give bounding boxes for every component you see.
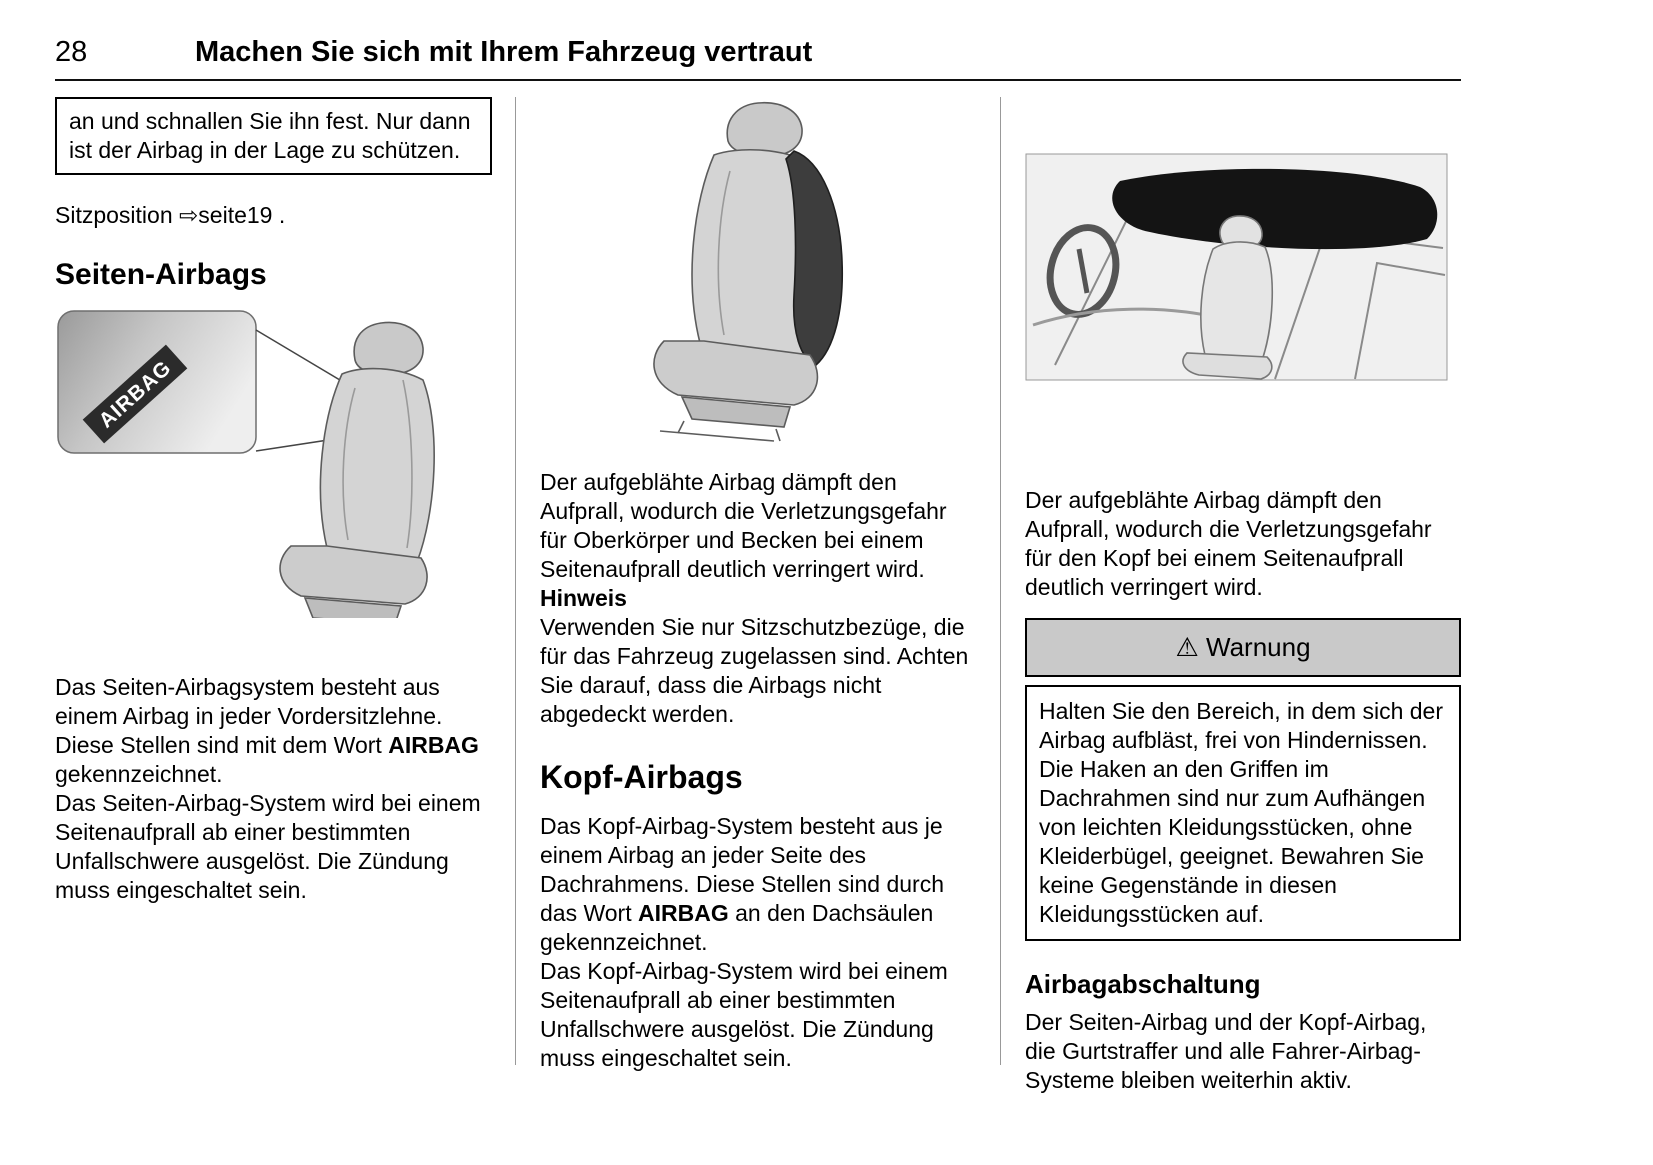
warning-box: ⚠ Warnung Halten Sie den Bereich, in dem… <box>1025 618 1461 941</box>
note-label: Hinweis <box>540 585 627 611</box>
column-left: an und schnallen Sie ihn fest. Nur dann … <box>55 97 492 1095</box>
paragraph: Der aufgeblähte Airbag dämpft den Aufpra… <box>1025 487 1432 600</box>
column-divider <box>1000 97 1001 1065</box>
heading-airbagabschaltung: Airbagabschaltung <box>1025 969 1261 999</box>
warning-body: Halten Sie den Bereich, in dem sich der … <box>1025 685 1461 941</box>
paragraph: Der aufgeblähte Airbag dämpft den Aufpra… <box>540 469 947 582</box>
spacer <box>1025 97 1461 153</box>
carryover-note-box: an und schnallen Sie ihn fest. Nur dann … <box>55 97 492 175</box>
text-segment: an den Dachsäulen gekennzeichnet. <box>540 900 934 955</box>
ref-suffix: . <box>272 202 286 228</box>
head-airbag-effect-description: Der aufgeblähte Airbag dämpft den Aufpra… <box>1025 486 1461 602</box>
paragraph: Der Seiten-Airbag und der Kopf-Airbag, d… <box>1025 1009 1427 1093</box>
airbag-word-bold: AIRBAG <box>388 732 479 758</box>
text-segment: gekennzeichnet. <box>55 761 223 787</box>
page-title: Machen Sie sich mit Ihrem Fahrzeug vertr… <box>195 36 813 68</box>
head-airbag-description: Das Kopf-Airbag-System besteht aus je ei… <box>540 812 976 1073</box>
seat-airbag-callout-illustration: AIRBAG <box>57 310 435 637</box>
head-airbag-interior-illustration <box>1025 153 1448 381</box>
page-reference-link[interactable]: ⇨seite19 <box>179 202 273 228</box>
warning-icon: ⚠ <box>1175 632 1199 662</box>
airbag-word-bold: AIRBAG <box>638 900 729 926</box>
column-right: Der aufgeblähte Airbag dämpft den Aufpra… <box>1025 97 1461 1095</box>
note-text: Verwenden Sie nur Sitzschutzbezüge, die … <box>540 614 969 727</box>
inflated-airbag-description: Der aufgeblähte Airbag dämpft den Aufpra… <box>540 468 976 729</box>
warning-title: Warnung <box>1206 632 1311 662</box>
page-header: 28 Machen Sie sich mit Ihrem Fahrzeug ve… <box>55 0 1461 81</box>
side-airbag-description: Das Seiten-Airbagsystem besteht aus eine… <box>55 673 491 905</box>
column-middle: Der aufgeblähte Airbag dämpft den Aufpra… <box>540 97 976 1095</box>
warning-text: Halten Sie den Bereich, in dem sich der … <box>1039 698 1443 927</box>
paragraph: Das Seiten-Airbag-System wird bei einem … <box>55 790 481 903</box>
carryover-note-text: an und schnallen Sie ihn fest. Nur dann … <box>69 108 471 163</box>
paragraph: Das Kopf-Airbag-System besteht aus je ei… <box>540 812 976 957</box>
warning-header: ⚠ Warnung <box>1025 618 1461 677</box>
heading-kopf-airbags: Kopf-Airbags <box>540 759 743 795</box>
seat-position-reference: Sitzposition ⇨seite19 . <box>55 201 491 230</box>
three-column-layout: an und schnallen Sie ihn fest. Nur dann … <box>55 97 1461 1095</box>
column-divider <box>515 97 516 1065</box>
airbag-deactivation-description: Der Seiten-Airbag und der Kopf-Airbag, d… <box>1025 1008 1461 1095</box>
page-number: 28 <box>55 36 88 68</box>
paragraph: Das Seiten-Airbagsystem besteht aus eine… <box>55 673 491 789</box>
manual-page: 28 Machen Sie sich mit Ihrem Fahrzeug ve… <box>55 0 1461 1095</box>
curtain-airbag-zone <box>1112 168 1438 250</box>
ref-label: Sitzposition <box>55 202 180 228</box>
inflated-side-airbag-illustration <box>653 102 844 442</box>
seat-drawing <box>279 321 435 637</box>
figure-side-airbag-label: AIRBAG <box>55 308 491 637</box>
text-segment: Das Kopf-Airbag-System besteht aus je ei… <box>540 813 944 926</box>
heading-seiten-airbags: Seiten-Airbags <box>55 258 267 291</box>
text-segment: Das Seiten-Airbagsystem besteht aus eine… <box>55 674 443 758</box>
paragraph: Das Kopf-Airbag-System wird bei einem Se… <box>540 958 948 1071</box>
front-seat-drawing <box>1182 215 1273 380</box>
figure-head-airbag-interior <box>1025 153 1461 386</box>
figure-inflated-side-airbag <box>608 97 908 452</box>
